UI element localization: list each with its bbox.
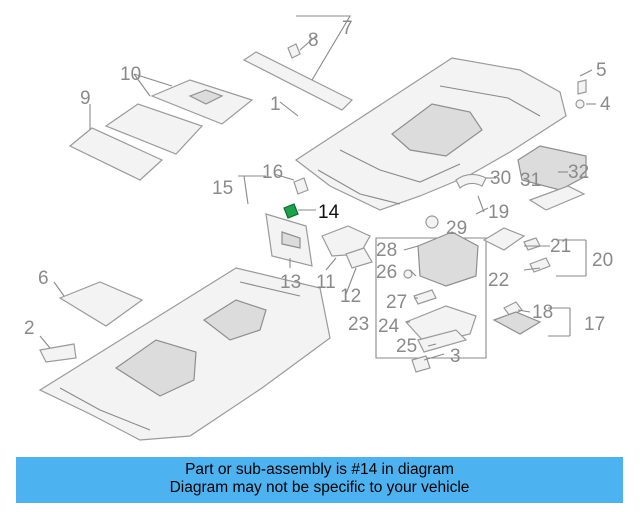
callout-27: 27: [386, 292, 407, 313]
overhead-console-part-32: [517, 145, 587, 191]
clip-part-21: [523, 237, 541, 251]
clip-part-16: [293, 177, 309, 195]
lens-part-27: [413, 289, 437, 305]
callout-17: 17: [584, 314, 605, 335]
callout-19: 19: [488, 202, 509, 223]
callout-7: 7: [342, 18, 353, 39]
callout-12: 12: [340, 286, 361, 307]
callout-10: 10: [120, 64, 141, 85]
callout-5: 5: [596, 60, 607, 81]
callout-2: 2: [24, 318, 35, 339]
callout-14: 14: [318, 202, 340, 223]
clip-part-5: [577, 79, 587, 95]
callout-32: 32: [568, 162, 589, 183]
callout-29: 29: [446, 218, 467, 239]
roof-trim-strip: [242, 51, 354, 111]
callout-16: 16: [262, 162, 283, 183]
banner-line-1: Part or sub-assembly is #14 in diagram: [185, 461, 454, 478]
lamp-group-17-box: [548, 307, 571, 337]
callout-28: 28: [376, 240, 397, 261]
lower-headliner: [38, 267, 331, 441]
callout-11: 11: [316, 272, 336, 293]
callout-labels: 7 8 10 9 1 5 4 16 15 14 30 31 32 19 29 2…: [24, 18, 613, 367]
visor-holder-part-11: [321, 225, 371, 257]
clip-part-22b: [529, 257, 551, 273]
clip-part-4: [575, 99, 585, 109]
highlighted-part-14[interactable]: [283, 203, 299, 219]
clip-part-29: [425, 215, 439, 229]
callout-30: 30: [490, 168, 511, 189]
info-banner: Part or sub-assembly is #14 in diagram D…: [16, 457, 623, 503]
callout-25: 25: [396, 336, 417, 357]
callout-31: 31: [520, 170, 541, 191]
bracket-part-12: [345, 247, 373, 269]
callout-21: 21: [550, 236, 571, 257]
callout-20: 20: [592, 250, 613, 271]
lamp-part-17: [492, 311, 542, 335]
parts-diagram: 7 8 10 9 1 5 4 16 15 14 30 31 32 19 29 2…: [24, 15, 613, 441]
handle-part-30: [455, 173, 487, 189]
bracket-part-22: [482, 227, 526, 251]
callout-23: 23: [348, 314, 369, 335]
grab-handle-part-2: [39, 343, 77, 363]
callout-24: 24: [378, 316, 400, 337]
map-lamp-part-28: [417, 231, 479, 287]
clip-part-8: [287, 43, 301, 59]
bulb-part-18: [503, 301, 523, 317]
callout-15: 15: [212, 178, 233, 199]
banner-line-2: Diagram may not be specific to your vehi…: [169, 479, 470, 496]
sound-pad-part-10b: [150, 79, 254, 125]
sun-visor-part-13: [265, 213, 313, 267]
callout-1: 1: [270, 94, 281, 115]
callout-4: 4: [600, 94, 611, 115]
callout-6: 6: [38, 268, 49, 289]
callout-26: 26: [376, 262, 397, 283]
callout-9: 9: [80, 88, 91, 109]
callout-3: 3: [450, 346, 461, 367]
upper-headliner: [294, 57, 567, 211]
sound-pad-part-10a: [104, 103, 204, 155]
callout-13: 13: [280, 272, 301, 293]
leader-lines: [39, 15, 596, 361]
bulb-part-26: [403, 269, 413, 279]
trim-part-25: [417, 329, 468, 353]
callout-22: 22: [488, 270, 509, 291]
sound-pad-part-9: [68, 127, 164, 181]
callout-18: 18: [532, 302, 553, 323]
callout-8: 8: [308, 30, 319, 51]
lamp-part-31: [528, 185, 586, 211]
sunroof-panel-part-6: [58, 281, 144, 327]
lamp-group-20-box: [556, 239, 587, 277]
bolt-part-19: [477, 195, 485, 213]
